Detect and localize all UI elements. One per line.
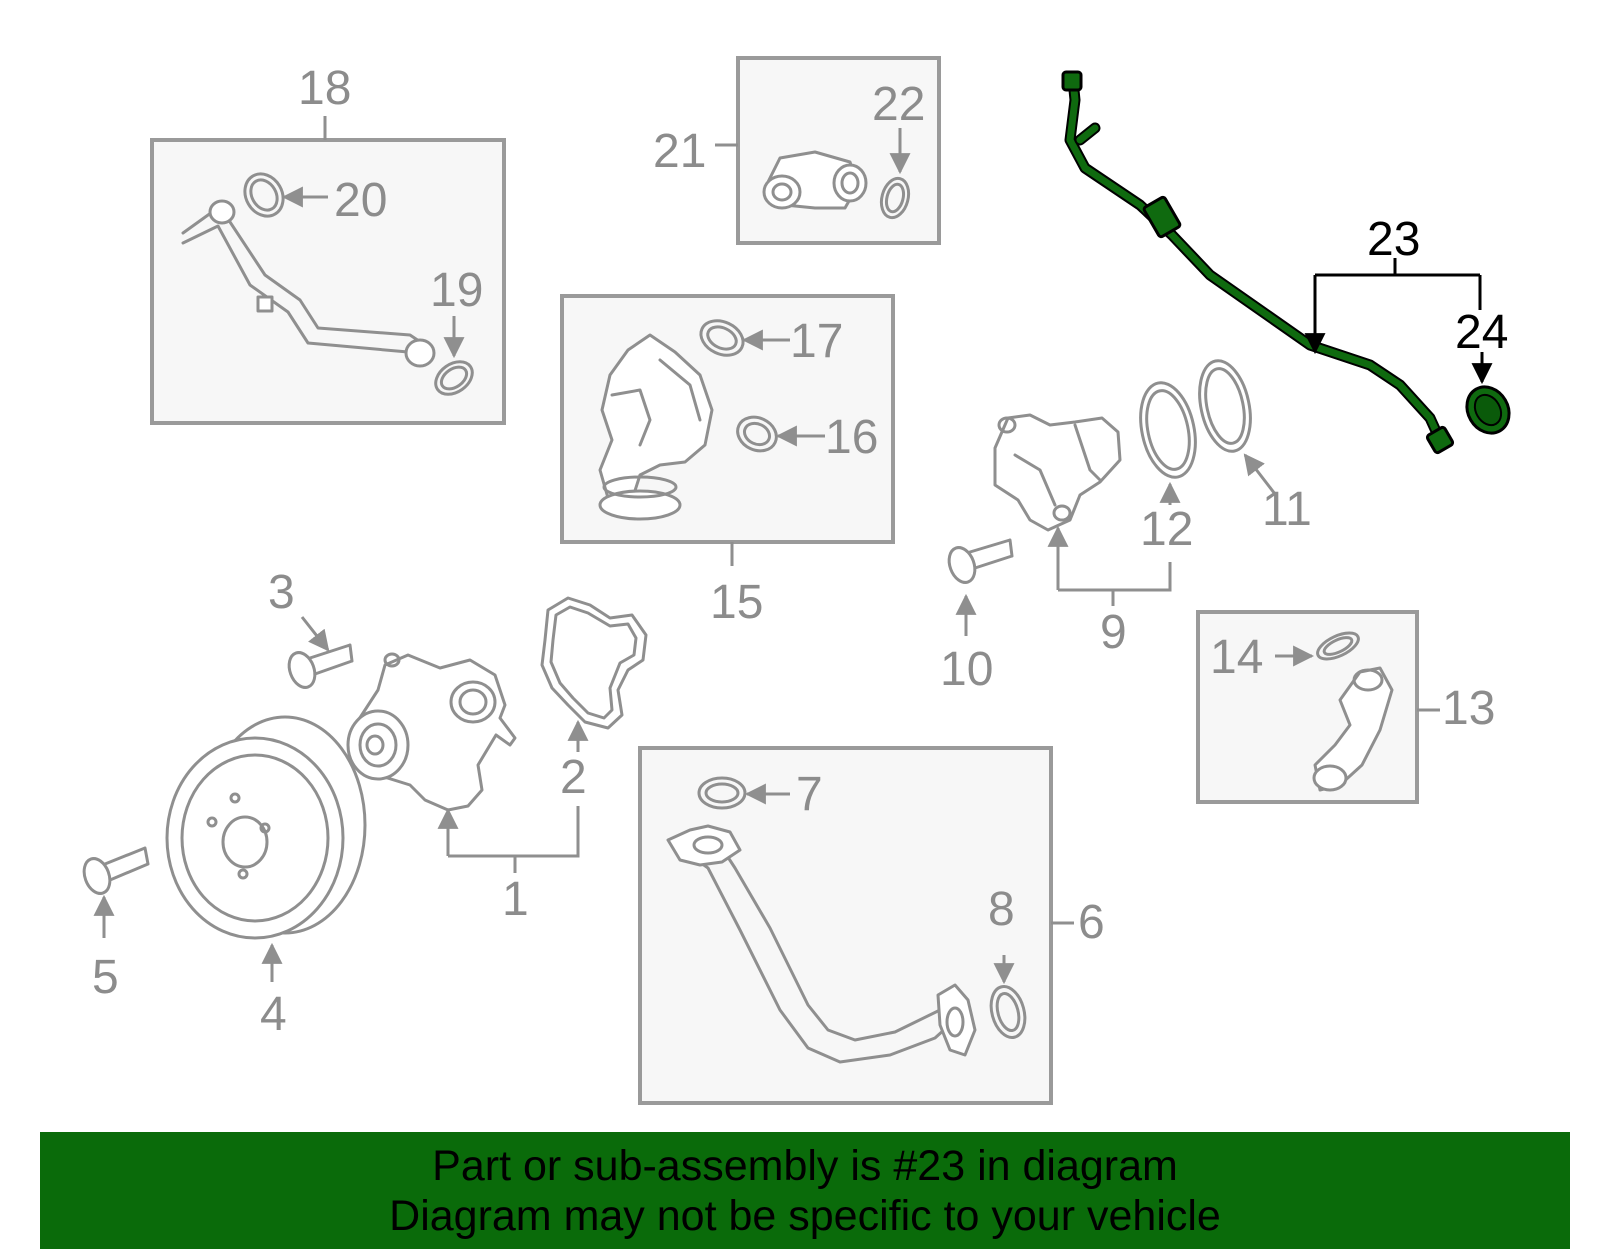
- part-23-coolant-tube: [1061, 70, 1455, 455]
- leader-23: [1315, 258, 1480, 352]
- part-21-outlet: [762, 150, 868, 210]
- info-banner: Part or sub-assembly is #23 in diagram D…: [40, 1132, 1570, 1249]
- callout-12: 12: [1140, 503, 1193, 556]
- group-box-6: [638, 746, 1053, 1105]
- callout-5: 5: [92, 951, 119, 1004]
- group-box-21: [736, 56, 941, 245]
- callout-15: 15: [710, 576, 763, 629]
- part-12-seal: [1139, 381, 1197, 479]
- leader-1: [448, 806, 580, 873]
- callout-13: 13: [1442, 682, 1495, 735]
- callout-24: 24: [1455, 306, 1508, 359]
- callout-10: 10: [940, 643, 993, 696]
- callout-18: 18: [298, 62, 351, 115]
- callout-2: 2: [560, 751, 587, 804]
- callout-14: 14: [1210, 631, 1263, 684]
- callout-3: 3: [268, 566, 295, 619]
- part-8-seal: [989, 985, 1027, 1039]
- parts-diagram: 18 20 19 21 22 17 16 15 23 24 11 12 9 10…: [82, 56, 1511, 1105]
- part-13-elbow: [1312, 666, 1394, 792]
- leader-11: [1243, 453, 1277, 495]
- callout-1: 1: [502, 873, 529, 926]
- leader-3: [300, 616, 330, 652]
- part-11-seal: [1198, 359, 1252, 453]
- part-14-seal: [1316, 631, 1360, 661]
- callout-17: 17: [790, 315, 843, 368]
- part-24-seal: [1465, 385, 1511, 435]
- banner-line-disclaimer: Diagram may not be specific to your vehi…: [389, 1191, 1221, 1240]
- callout-16: 16: [825, 411, 878, 464]
- callout-22: 22: [872, 78, 925, 131]
- callout-6: 6: [1078, 896, 1105, 949]
- callout-4: 4: [260, 988, 287, 1041]
- callout-23: 23: [1367, 213, 1420, 266]
- part-3-bolt: [287, 643, 354, 689]
- callout-21: 21: [653, 125, 706, 178]
- part-2-gasket: [540, 596, 648, 730]
- part-9-thermostat-housing: [993, 413, 1122, 532]
- callout-19: 19: [430, 264, 483, 317]
- callout-11: 11: [1262, 483, 1312, 536]
- part-16-seal: [736, 415, 778, 453]
- part-1-water-pump: [346, 652, 517, 812]
- callout-8: 8: [988, 883, 1015, 936]
- part-5-bolt: [82, 846, 150, 895]
- part-10-bolt: [947, 538, 1014, 584]
- callout-9: 9: [1100, 606, 1127, 659]
- part-19-seal: [434, 360, 474, 396]
- part-15-thermostat-housing: [598, 333, 714, 521]
- callout-7: 7: [796, 768, 823, 821]
- callout-20: 20: [334, 174, 387, 227]
- part-6-coolant-pipe: [666, 824, 977, 1064]
- banner-line-part: Part or sub-assembly is #23 in diagram: [432, 1141, 1178, 1190]
- part-20-seal: [243, 172, 285, 218]
- part-22-seal: [879, 176, 911, 220]
- part-4-pulley: [165, 715, 367, 940]
- part-18-tube: [181, 199, 436, 368]
